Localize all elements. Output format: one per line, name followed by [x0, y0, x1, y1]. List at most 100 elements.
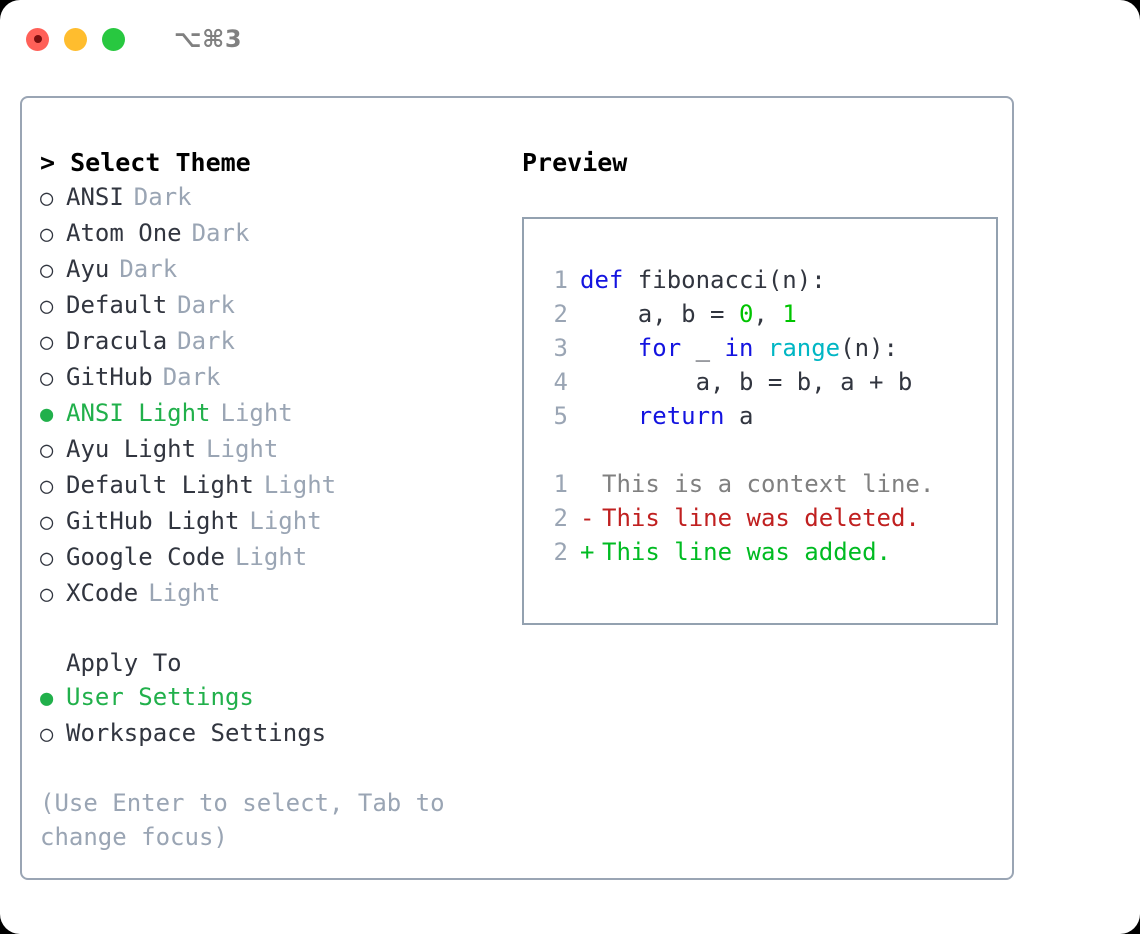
preview-header: Preview	[522, 148, 628, 177]
theme-option-github-light[interactable]: ○ GitHub Light Light	[40, 504, 500, 540]
theme-option-tag: Light	[234, 543, 308, 571]
code-token: def	[580, 266, 624, 294]
radio-unselected-icon: ○	[40, 546, 54, 571]
minimize-button[interactable]	[64, 27, 87, 51]
theme-option-label: Ayu	[66, 255, 110, 283]
theme-option-ansi-light[interactable]: ● ANSI Light Light	[40, 396, 500, 432]
maximize-button[interactable]	[102, 27, 125, 51]
theme-option-tag: Dark	[162, 363, 221, 391]
theme-option-label: GitHub Light	[66, 507, 240, 535]
diff-line-number: 2	[553, 504, 568, 532]
theme-panel-header: > Select Theme	[40, 148, 251, 177]
keyboard-hint: (Use Enter to select, Tab to change focu…	[40, 789, 445, 851]
code-token: fibonacci(n):	[623, 266, 826, 294]
code-token	[580, 402, 638, 430]
theme-option-default-light[interactable]: ○ Default Light Light	[40, 468, 500, 504]
diff-marker: +	[580, 538, 595, 566]
theme-option-github[interactable]: ○ GitHub Dark	[40, 360, 500, 396]
title-bar: ⌥⌘3	[0, 0, 1140, 78]
code-token: 1	[782, 300, 797, 328]
apply-to-option-list: ●User Settings○Workspace Settings	[40, 680, 500, 752]
radio-unselected-icon: ○	[40, 186, 54, 211]
diff-line-number: 2	[553, 538, 568, 566]
code-token: 0	[738, 300, 754, 328]
code-line-number: 5	[553, 402, 568, 430]
theme-option-label: GitHub	[66, 363, 153, 391]
code-line-number: 4	[553, 368, 568, 396]
code-token: (n):	[840, 334, 898, 362]
theme-option-label: Atom One	[66, 219, 182, 247]
theme-option-tag: Light	[220, 399, 293, 427]
radio-selected-icon: ●	[40, 686, 54, 711]
apply-to-title: Apply To	[66, 649, 182, 677]
code-line: 4 a, b = b, a + b	[542, 365, 996, 399]
code-token: a, b =	[580, 300, 739, 328]
code-token	[580, 334, 638, 362]
theme-option-atom-one[interactable]: ○ Atom One Dark	[40, 216, 500, 252]
code-token: _	[681, 334, 725, 362]
radio-unselected-icon: ○	[40, 258, 54, 283]
keyboard-shortcut-label: ⌥⌘3	[174, 25, 243, 53]
theme-option-tag: Dark	[119, 255, 178, 283]
radio-unselected-icon: ○	[40, 510, 54, 535]
code-line: 2 a, b = 0, 1	[542, 297, 996, 331]
theme-option-tag: Light	[263, 471, 337, 499]
code-token: range	[767, 334, 841, 362]
radio-unselected-icon: ○	[40, 294, 54, 319]
traffic-lights	[26, 27, 125, 51]
theme-option-tag: Dark	[191, 219, 250, 247]
radio-selected-icon: ●	[40, 402, 54, 427]
theme-option-label: Google Code	[66, 543, 225, 571]
theme-option-tag: Light	[148, 579, 221, 607]
diff-line-text: This is a context line.	[602, 470, 935, 498]
diff-marker: -	[580, 504, 595, 532]
diff-line: 1 This is a context line.	[542, 467, 996, 501]
close-button[interactable]	[26, 27, 49, 51]
code-token	[753, 334, 767, 362]
radio-unselected-icon: ○	[40, 474, 54, 499]
apply-to-option-user-settings[interactable]: ●User Settings	[40, 680, 500, 716]
code-token: ,	[753, 300, 783, 328]
theme-option-xcode[interactable]: ○ XCode Light	[40, 576, 500, 612]
radio-unselected-icon: ○	[40, 366, 54, 391]
theme-option-label: ANSI	[66, 183, 124, 211]
code-line: 3 for _ in range(n):	[542, 331, 996, 365]
diff-line-number: 1	[553, 470, 568, 498]
theme-option-tag: Light	[249, 507, 322, 535]
code-token: a, b = b, a + b	[580, 368, 913, 396]
apply-to-option-workspace-settings[interactable]: ○Workspace Settings	[40, 716, 500, 752]
code-line-number: 1	[553, 266, 568, 294]
theme-option-tag: Dark	[177, 327, 235, 355]
diff-line: 2 +This line was added.	[542, 535, 996, 569]
theme-option-tag: Dark	[133, 183, 192, 211]
diff-line: 2-This line was deleted.	[542, 501, 996, 535]
code-line: 1 def fibonacci(n):	[542, 263, 996, 297]
theme-option-label: Default Light	[66, 471, 254, 499]
code-token: in	[724, 334, 754, 362]
theme-option-label: ANSI Light	[66, 399, 211, 427]
code-line-number: 2	[553, 300, 568, 328]
diff-line-text: This line was deleted.	[602, 504, 920, 532]
radio-unselected-icon: ○	[40, 438, 54, 463]
diff-line-text: This line was added.	[602, 538, 891, 566]
radio-unselected-icon: ○	[40, 582, 54, 607]
theme-option-tag: Dark	[177, 291, 235, 319]
theme-option-ansi[interactable]: ○ ANSI Dark	[40, 180, 500, 216]
radio-unselected-icon: ○	[40, 222, 54, 247]
code-token: a	[724, 402, 754, 430]
theme-option-label: XCode	[66, 579, 139, 607]
theme-option-tag: Light	[206, 435, 279, 463]
diff-marker	[580, 467, 602, 501]
theme-option-google-code[interactable]: ○ Google Code Light	[40, 540, 500, 576]
apply-to-option-label: Workspace Settings	[66, 719, 327, 747]
theme-option-ayu[interactable]: ○ Ayu Dark	[40, 252, 500, 288]
code-line: 5 return a	[542, 399, 996, 433]
